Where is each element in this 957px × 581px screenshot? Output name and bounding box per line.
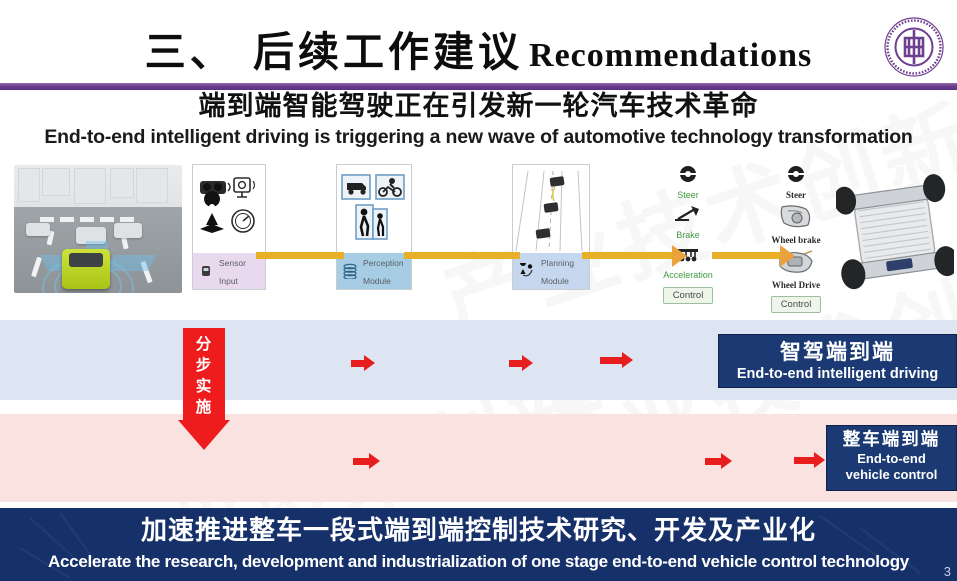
stage-label-sensor-1: Sensor [219, 258, 246, 268]
phase2-arrow-2 [705, 453, 732, 469]
stage-caption-perception: Perception Module [337, 253, 411, 289]
autonomous-driving-scene-image [14, 165, 182, 293]
truck-detection-icon [341, 174, 371, 200]
flow-arrow-1 [672, 245, 687, 267]
mech-label-wheel-brake: Wheel brake [771, 235, 821, 245]
page-title-cn: 三、 后续工作建议 [144, 28, 524, 76]
bottom-banner-en: Accelerate the research, development and… [48, 552, 909, 571]
actuator-label-steer: Steer [677, 190, 699, 200]
actuator-label-acceleration: Acceleration [663, 270, 713, 280]
stage-caption-sensor: Sensor Input [193, 253, 265, 289]
stage-sensor-input: Sensor Input [192, 164, 266, 290]
camera-icon [200, 181, 231, 194]
stage-caption-planning: Planning Module [513, 253, 589, 289]
flow-line-4 [712, 252, 782, 259]
step-arrow-char-4: 施 [195, 398, 213, 416]
phase1-arrow-1 [351, 355, 375, 371]
route-pin-icon [520, 263, 533, 277]
step-arrow-char-2: 步 [195, 356, 213, 374]
control-chip-1[interactable]: Control [662, 287, 714, 304]
phase-2-result-banner: 整车端到端 End-to-end vehicle control [826, 425, 957, 491]
monitor-icon [233, 177, 256, 198]
trajectory-road-icon [515, 170, 583, 252]
mechanical-actuator-column: Steer Wheel brake Wheel Drive Control [758, 164, 834, 313]
phase1-arrow-3 [600, 352, 633, 368]
pedestrian-detection-icon [355, 204, 388, 240]
bottom-banner-cn: 加速推进整车一段式端到端控制技术研究、开发及产业化 [140, 516, 816, 546]
ev-skateboard-chassis-image [833, 172, 957, 294]
motorcycle-detection-icon [375, 174, 405, 200]
subtitle-block: 端到端智能驾驶正在引发新一轮汽车技术革命 End-to-end intellig… [0, 90, 957, 150]
step-arrow-body: 分 步 实 施 [183, 328, 225, 420]
gps-pin-icon [200, 191, 224, 233]
speedometer-icon [231, 209, 255, 233]
flow-arrow-2 [780, 245, 795, 267]
step-arrow-char-3: 实 [195, 377, 213, 395]
phase2-arrow-3 [794, 452, 825, 468]
subtitle-en: End-to-end intelligent driving is trigge… [44, 126, 913, 148]
flow-line-1 [256, 252, 344, 259]
flow-line-3 [582, 252, 674, 259]
phase-1-result-cn: 智驾端到端 [780, 340, 895, 364]
mech-label-steer: Steer [786, 190, 806, 200]
control-chip-2[interactable]: Control [770, 296, 822, 313]
page-title-en: Recommendations [529, 37, 813, 74]
actuator-command-column: Steer Brake Acceleration Control [650, 164, 726, 304]
header-divider [0, 83, 957, 90]
brake-pedal-icon [675, 206, 699, 221]
neural-stack-icon [343, 263, 357, 279]
pipeline-diagram: Sensor Input [0, 160, 957, 313]
stage-label-sensor-2: Input [219, 276, 238, 286]
stage-planning-module: Planning Module [512, 164, 590, 290]
stage-label-perception-2: Module [363, 276, 391, 286]
step-arrow-char-1: 分 [195, 335, 213, 353]
bottom-conclusion-banner: 加速推进整车一段式端到端控制技术研究、开发及产业化 Accelerate the… [0, 508, 957, 581]
mech-label-wheel-drive: Wheel Drive [771, 280, 821, 290]
car-top-icon [202, 266, 210, 276]
phase-2-result-en-1: End-to-end [857, 451, 926, 466]
flow-line-2 [404, 252, 520, 259]
stage-perception-module: Perception Module [336, 164, 412, 290]
stage-label-planning-2: Module [541, 276, 569, 286]
step-arrow-head [178, 420, 230, 450]
phase1-arrow-2 [509, 355, 533, 371]
step-by-step-arrow: 分 步 实 施 [178, 328, 230, 450]
subtitle-cn: 端到端智能驾驶正在引发新一轮汽车技术革命 [198, 91, 759, 122]
phase-2-result-en-2: vehicle control [845, 467, 938, 482]
wheel-brake-part-icon [780, 205, 811, 228]
stage-label-perception-1: Perception [363, 258, 404, 268]
steering-wheel-icon-2 [787, 166, 805, 182]
phase-1-result-en: End-to-end intelligent driving [736, 366, 939, 382]
page-number: 3 [943, 564, 951, 579]
phase-2-result-cn: 整车端到端 [842, 430, 941, 450]
steering-wheel-icon [679, 166, 697, 182]
actuator-label-brake: Brake [676, 230, 700, 240]
university-seal-logo [883, 16, 945, 78]
phase-1-result-banner: 智驾端到端 End-to-end intelligent driving [718, 334, 957, 388]
stage-label-planning-1: Planning [541, 258, 575, 268]
phase2-arrow-1 [353, 453, 380, 469]
